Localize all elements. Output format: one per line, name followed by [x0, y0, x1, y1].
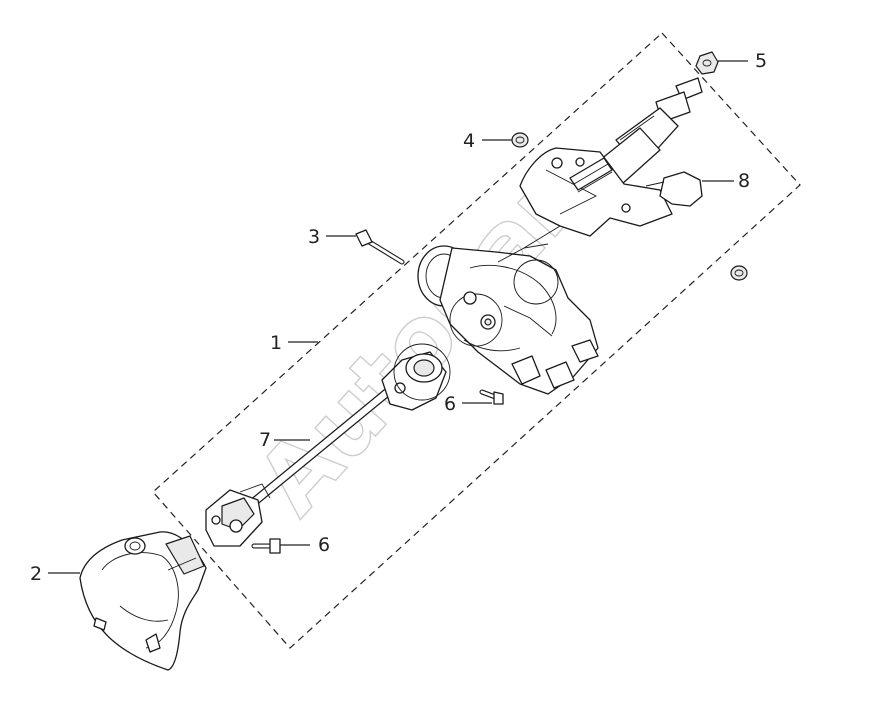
part-6-bolt-upper[interactable] [479, 389, 504, 405]
callout-6-lower: 6 [318, 534, 330, 556]
callout-8: 8 [738, 170, 750, 192]
callout-5: 5 [755, 50, 767, 72]
part-4-nut[interactable] [511, 132, 529, 148]
part-1-steering-column-assembly[interactable] [417, 77, 703, 395]
callout-7: 7 [259, 429, 271, 451]
nut [730, 265, 748, 281]
leader-lines [48, 60, 748, 574]
part-2-column-boot[interactable] [79, 531, 207, 671]
callout-3: 3 [308, 226, 320, 248]
assembly-boundary [152, 32, 801, 649]
part-7-intermediate-shaft[interactable] [205, 343, 451, 547]
callout-4: 4 [463, 130, 475, 152]
part-3-bolt[interactable] [355, 229, 405, 265]
callout-1: 1 [270, 332, 282, 354]
part-5-flange-nut[interactable] [695, 51, 719, 75]
part-6-bolt-lower[interactable] [251, 538, 281, 554]
callout-2: 2 [30, 563, 42, 585]
part-8-tilt-lever[interactable] [659, 171, 703, 207]
callout-6-upper: 6 [444, 393, 456, 415]
